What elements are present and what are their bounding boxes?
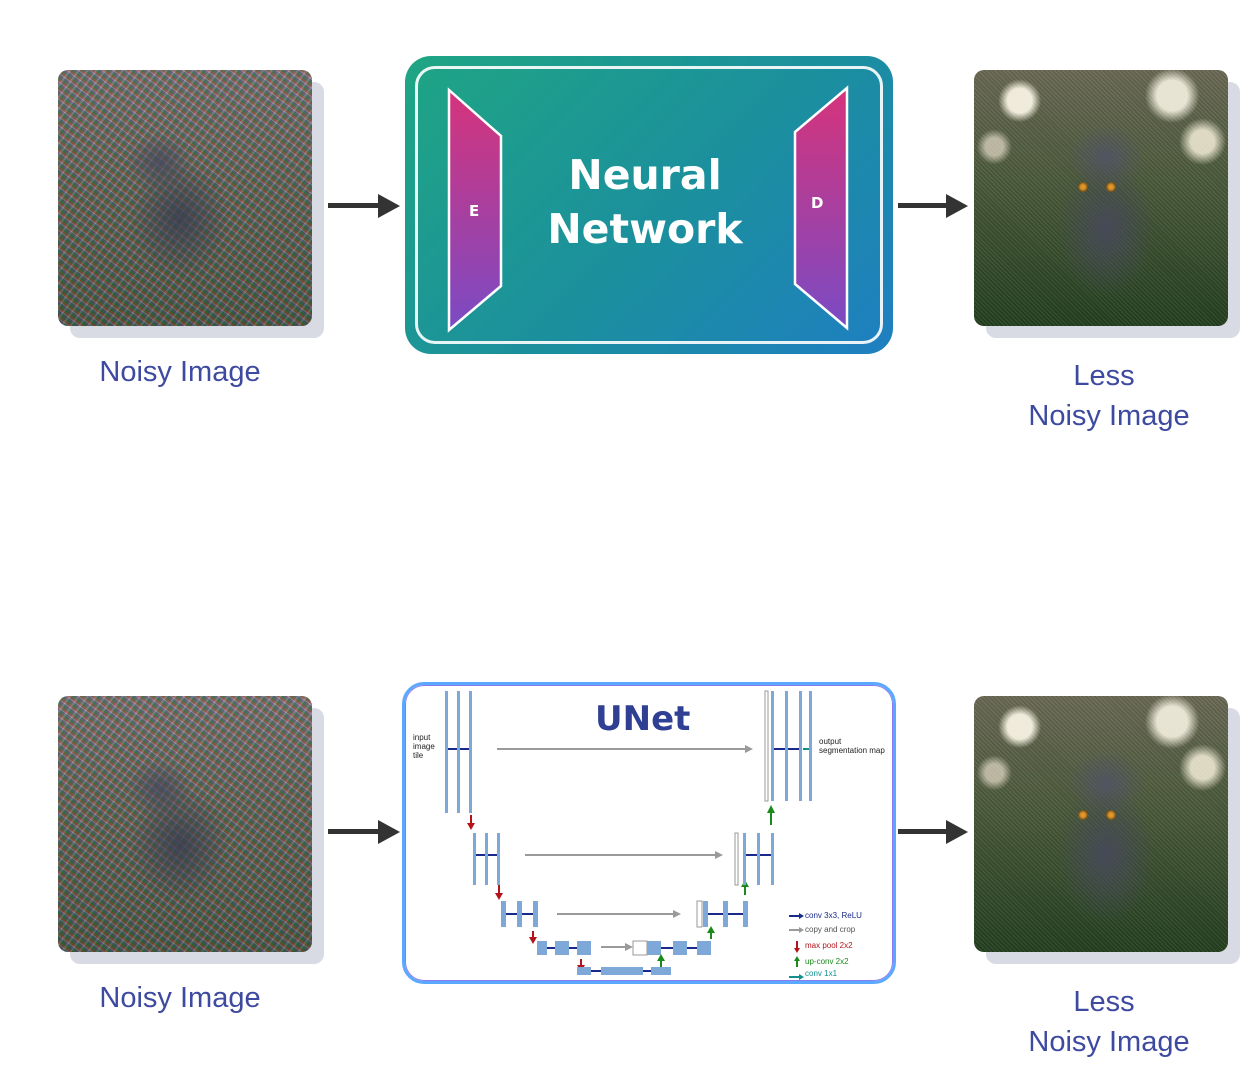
unet-decoder-level-3 (696, 900, 748, 928)
unet-decoder-level-1 (764, 690, 812, 802)
unet-encoder-level-4 (537, 941, 591, 955)
unet-encoder-level-2 (473, 833, 500, 885)
unet-output-text: output segmentation map (819, 737, 885, 755)
less-label-line1: Less (1073, 360, 1135, 392)
decoder-trapezoid (793, 85, 849, 331)
legend-conv-1x1: conv 1x1 (805, 969, 838, 978)
network-title-line2: Network (547, 205, 743, 253)
cat-eye-left-2 (1078, 810, 1088, 820)
unet-encoder-level-3 (501, 901, 538, 927)
less-noisy-label-line2: Noisy Image (1028, 400, 1190, 432)
arrow-from-network (898, 203, 948, 208)
unet-decoder-level-2 (734, 832, 774, 886)
legend-up-conv: up-conv 2x2 (805, 957, 849, 966)
neural-network-inner-frame (415, 66, 883, 344)
unet-box: UNet (402, 682, 896, 984)
cat-eye-right (1106, 182, 1116, 192)
noisy-cat-image (58, 70, 312, 326)
unet-input-text: input image tile (413, 733, 435, 760)
less-label-line1-2: Less (1073, 986, 1135, 1018)
arrow-to-unet-head (378, 820, 400, 844)
cat-eye-right-2 (1106, 810, 1116, 820)
arrow-to-network (328, 203, 380, 208)
encoder-letter: E (469, 202, 480, 220)
unet-encoder-level-1 (445, 691, 472, 813)
network-title-line1: Neural (568, 151, 722, 199)
arrow-to-network-head (378, 194, 400, 218)
unet-decoder-level-4 (632, 940, 711, 956)
less-noisy-label-line2-2: Noisy Image (1028, 1026, 1190, 1058)
arrow-from-unet (898, 829, 948, 834)
unet-bottleneck (577, 967, 671, 975)
legend-copy-crop: copy and crop (805, 925, 856, 934)
legend-conv-3x3: conv 3x3, ReLU (805, 911, 862, 920)
legend-max-pool: max pool 2x2 (805, 941, 853, 950)
encoder-trapezoid (447, 87, 503, 333)
cat-eye-left (1078, 182, 1088, 192)
noisy-image-label-2: Noisy Image (99, 982, 261, 1014)
decoder-letter: D (811, 194, 824, 212)
less-noisy-cat-image-2 (974, 696, 1228, 952)
neural-network-box: E D Neural Network (405, 56, 893, 354)
unet-architecture-diagram (445, 690, 812, 980)
arrow-from-network-head (946, 194, 968, 218)
noisy-cat-image-2 (58, 696, 312, 952)
noisy-image-label: Noisy Image (99, 356, 261, 388)
arrow-from-unet-head (946, 820, 968, 844)
unet-title: UNet (595, 699, 691, 739)
unet-legend-marks (789, 913, 804, 980)
arrow-to-unet (328, 829, 380, 834)
less-noisy-cat-image (974, 70, 1228, 326)
